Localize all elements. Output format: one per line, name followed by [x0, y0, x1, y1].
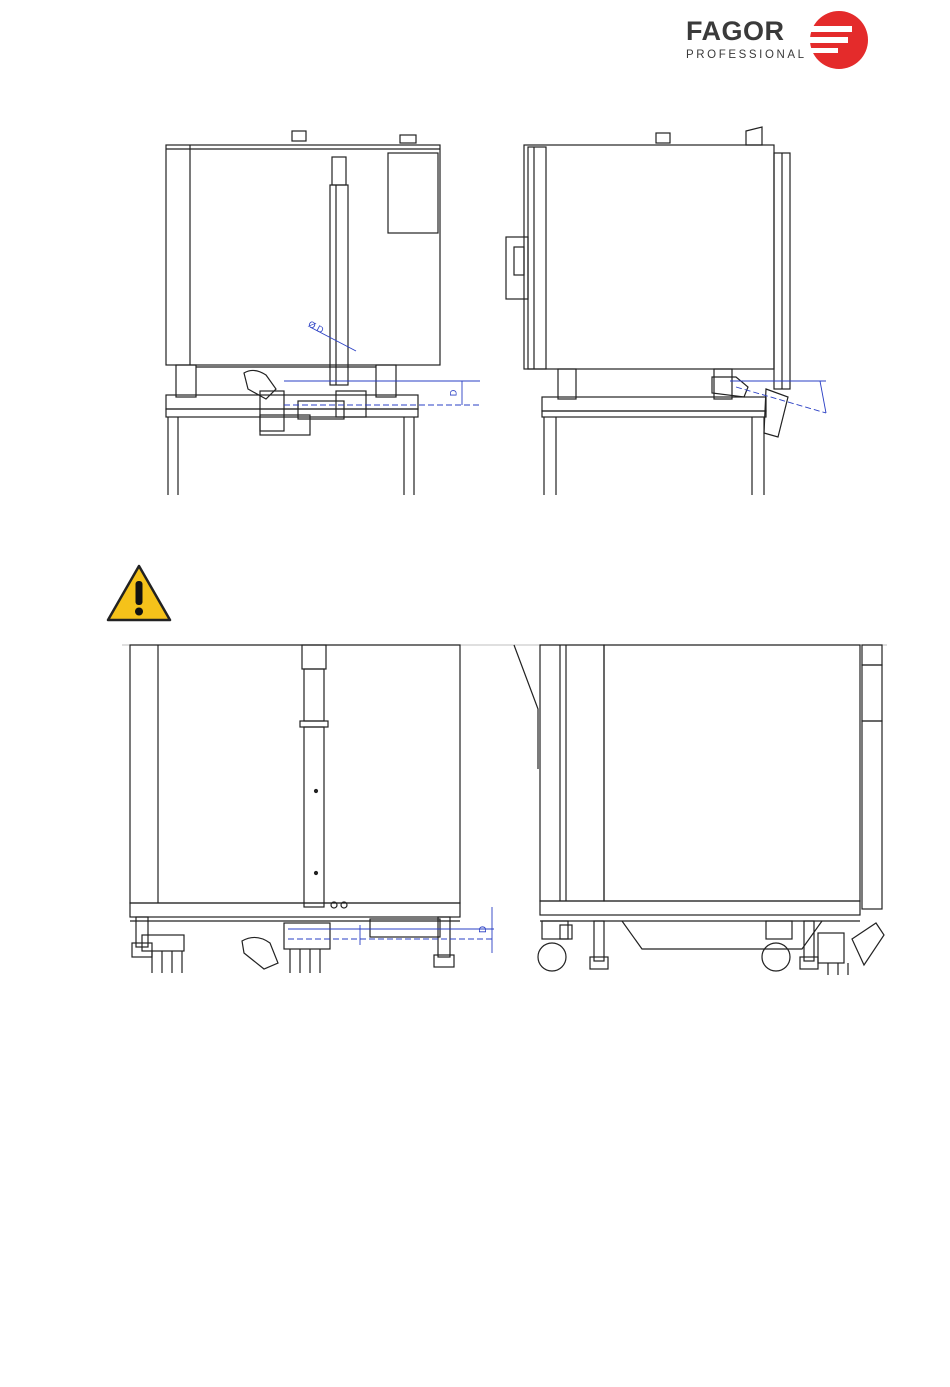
dim-label-d-closeup: D — [478, 926, 489, 933]
fagor-logo: FAGOR PROFESSIONAL — [682, 10, 872, 70]
oven-front-closeup — [122, 643, 512, 983]
brand-name: FAGOR — [686, 16, 785, 47]
fagor-mark-icon — [808, 10, 870, 70]
warning-triangle-icon — [105, 563, 173, 623]
brand-subtitle: PROFESSIONAL — [686, 49, 807, 61]
oven-side-closeup — [512, 643, 887, 983]
oven-side-view-top — [500, 125, 840, 495]
oven-front-view-top — [160, 125, 500, 495]
dim-label-d: D — [448, 390, 458, 397]
